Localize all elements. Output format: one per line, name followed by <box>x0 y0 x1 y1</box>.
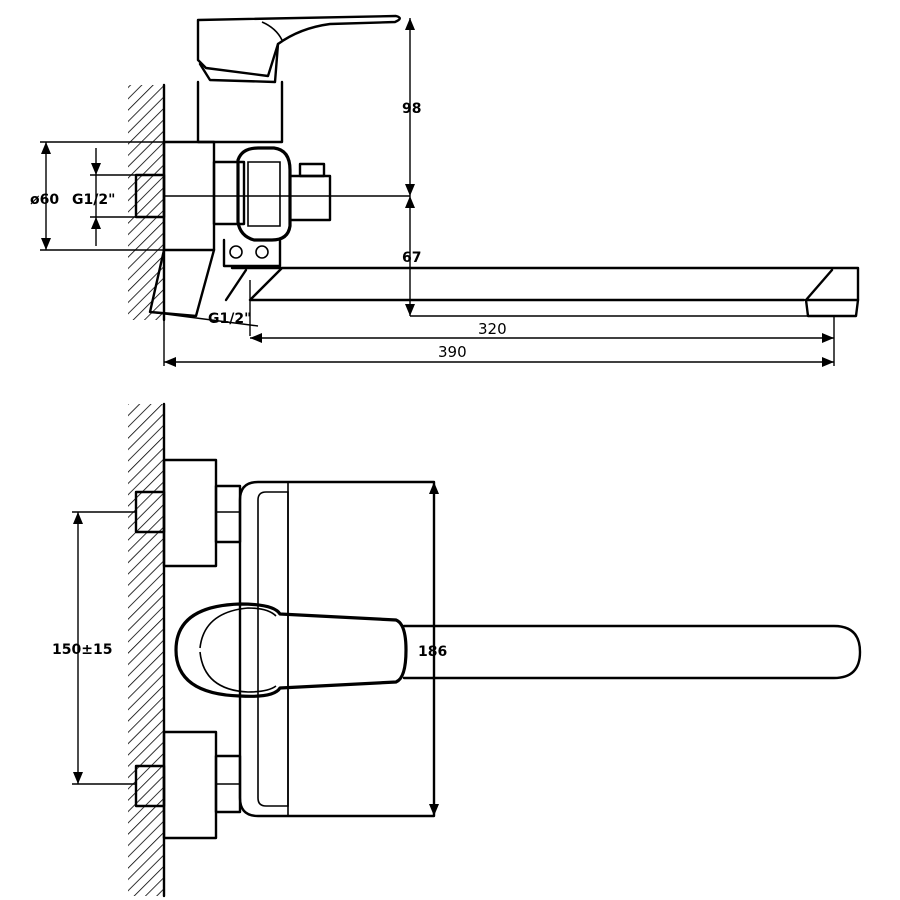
diverter-cap <box>298 162 326 178</box>
outlet-nut <box>222 238 282 268</box>
dim-67-label: 67 <box>402 250 421 266</box>
spout-root <box>224 268 248 302</box>
upper-connector <box>214 484 242 544</box>
diverter-inner <box>247 161 281 227</box>
handle-base-side <box>198 42 280 84</box>
handle-curve <box>261 21 283 41</box>
thread-label-bottom: G1/2" <box>208 311 251 327</box>
thread-leader <box>149 311 259 327</box>
handle-edge <box>199 607 277 693</box>
dim-150-label: 150±15 <box>52 642 112 658</box>
top-view: 150±15 186 <box>52 402 862 898</box>
spout-side <box>230 266 860 302</box>
spout-top <box>402 624 862 680</box>
nut-detail-1 <box>229 245 243 259</box>
dim-320-label: 320 <box>478 320 507 338</box>
dim-diameter-label: ø60 <box>30 192 59 208</box>
upper-flange <box>162 458 218 568</box>
body-connector <box>212 160 246 226</box>
dim-390-label: 390 <box>438 343 467 361</box>
mixer-body-side <box>196 80 284 144</box>
handle-lever-side <box>196 14 401 78</box>
diverter-stem <box>288 174 332 222</box>
lower-flange <box>162 730 218 840</box>
dim-98-label: 98 <box>402 101 421 117</box>
side-view: 98 67 ø60 G1/2" G1/2" 320 390 <box>30 14 860 367</box>
lower-inlet-pipe <box>134 764 166 808</box>
diverter-knob <box>236 146 292 242</box>
lower-eccentric <box>148 248 216 318</box>
wall-hatch-bottom <box>128 404 164 896</box>
wall-hatch-top <box>128 85 164 320</box>
aerator-side <box>804 298 860 318</box>
thread-label-top: G1/2" <box>72 192 115 208</box>
nut-detail-2 <box>255 245 269 259</box>
handle-top <box>174 602 408 698</box>
body-inner-plate <box>257 491 289 807</box>
dim-186-label: 186 <box>418 644 447 660</box>
